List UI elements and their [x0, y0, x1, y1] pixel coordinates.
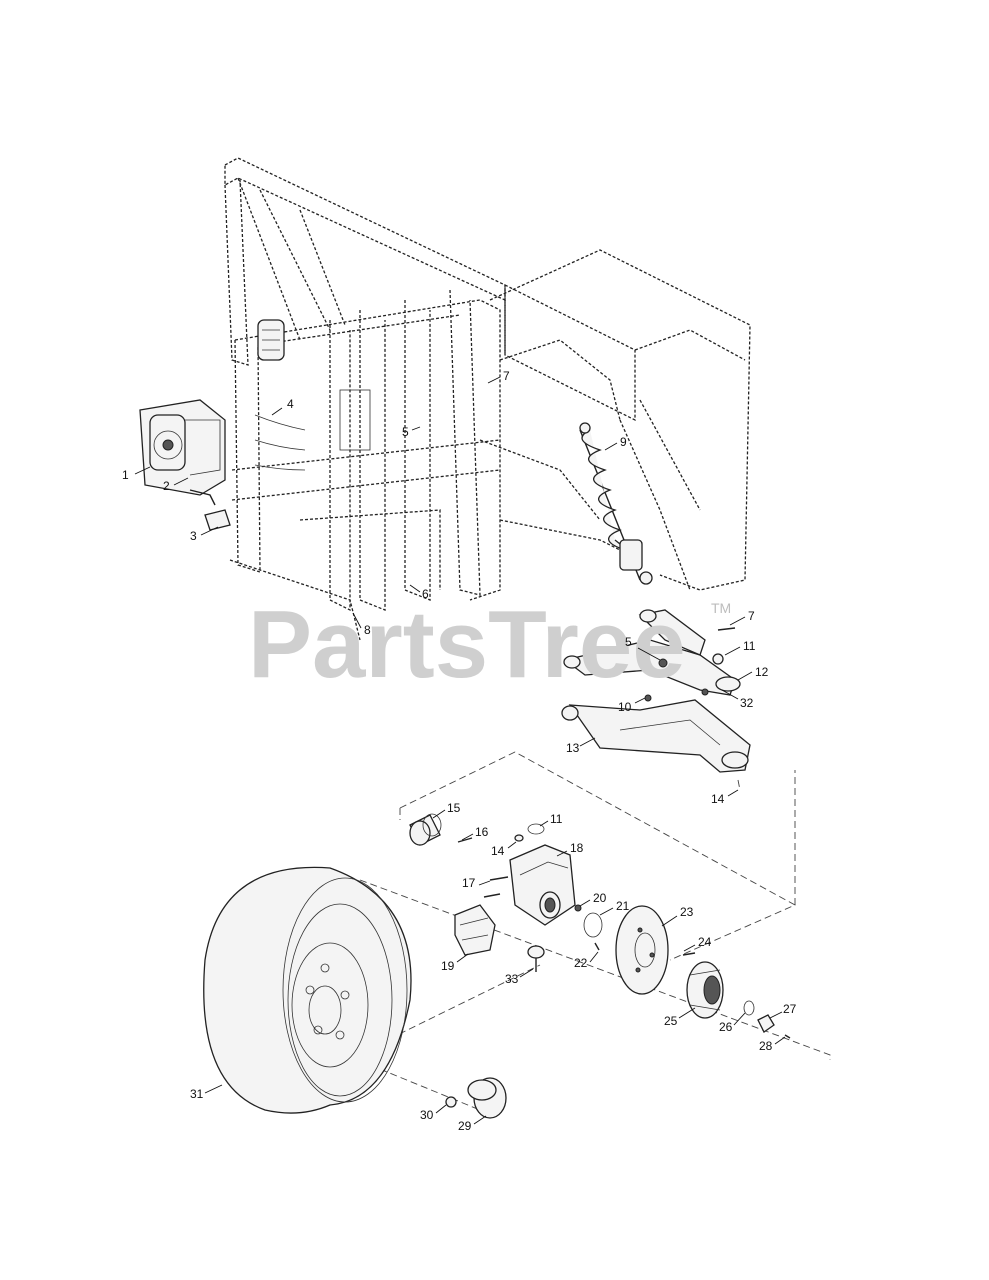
tire-wheel-assembly — [203, 866, 412, 1114]
hub-washer-nut — [743, 1000, 791, 1039]
bolts-17 — [483, 876, 509, 898]
callout-14-arm: 14 — [711, 792, 725, 806]
callout-9: 9 — [620, 435, 627, 449]
callout-4: 4 — [287, 397, 294, 411]
callout-19: 19 — [441, 959, 455, 973]
spindle-knuckle — [509, 844, 576, 926]
callout-25: 25 — [664, 1014, 678, 1028]
callout-31: 31 — [190, 1087, 204, 1101]
lug-nut-30 — [445, 1096, 457, 1108]
callout-14-knuckle: 14 — [491, 844, 505, 858]
callout-18: 18 — [570, 841, 584, 855]
lower-control-arm — [561, 694, 751, 773]
callout-22: 22 — [574, 956, 588, 970]
upper-shock-absorber — [257, 319, 285, 361]
center-bracket — [254, 389, 371, 471]
callout-28: 28 — [759, 1039, 773, 1053]
callout-12: 12 — [755, 665, 769, 679]
watermark-trademark: TM — [711, 600, 731, 616]
callout-11-arm: 11 — [743, 639, 756, 653]
seal-20-21 — [574, 904, 603, 951]
transaxle-motor — [139, 399, 231, 531]
callout-27: 27 — [783, 1002, 797, 1016]
callout-8: 8 — [364, 623, 371, 637]
callout-21: 21 — [616, 899, 630, 913]
callout-5-frame: 5 — [402, 425, 409, 439]
callout-29: 29 — [458, 1119, 472, 1133]
callout-7-arm: 7 — [748, 609, 755, 623]
callout-6: 6 — [422, 587, 429, 601]
callout-16: 16 — [475, 825, 489, 839]
callout-33: 33 — [505, 972, 519, 986]
coil-over-shock — [579, 422, 653, 585]
assembly-guide-lines — [329, 751, 831, 1111]
callout-11-knuckle: 11 — [550, 812, 563, 826]
small-bolt-16 — [457, 837, 473, 843]
callout-17: 17 — [462, 876, 476, 890]
callout-26: 26 — [719, 1020, 733, 1034]
fitting-33 — [527, 945, 545, 972]
callout-24: 24 — [698, 935, 712, 949]
callout-30: 30 — [420, 1108, 434, 1122]
callout-23: 23 — [680, 905, 694, 919]
callout-1: 1 — [122, 468, 129, 482]
callout-15: 15 — [447, 801, 461, 815]
upper-control-arm — [563, 609, 741, 696]
callout-5-arm: 5 — [625, 635, 632, 649]
chassis-frame — [224, 157, 751, 641]
callout-labels: 1 2 3 4 5 6 7 8 9 7 5 11 12 32 10 13 14 … — [122, 369, 797, 1133]
callout-7-frame: 7 — [503, 369, 510, 383]
callout-2: 2 — [163, 479, 170, 493]
wheel-hub — [682, 952, 724, 1019]
brake-rotor — [615, 905, 669, 995]
watermark-text: PartsTree — [248, 591, 686, 698]
spacer-bushing — [409, 813, 442, 846]
callout-20: 20 — [593, 891, 607, 905]
callout-3: 3 — [190, 529, 197, 543]
hub-cap-29 — [467, 1077, 507, 1119]
callout-32: 32 — [740, 696, 754, 710]
caliper-19 — [454, 904, 496, 956]
callout-13: 13 — [566, 741, 580, 755]
washers-14-11 — [514, 823, 545, 842]
callout-10: 10 — [618, 700, 632, 714]
callout-leaders — [134, 376, 786, 1125]
